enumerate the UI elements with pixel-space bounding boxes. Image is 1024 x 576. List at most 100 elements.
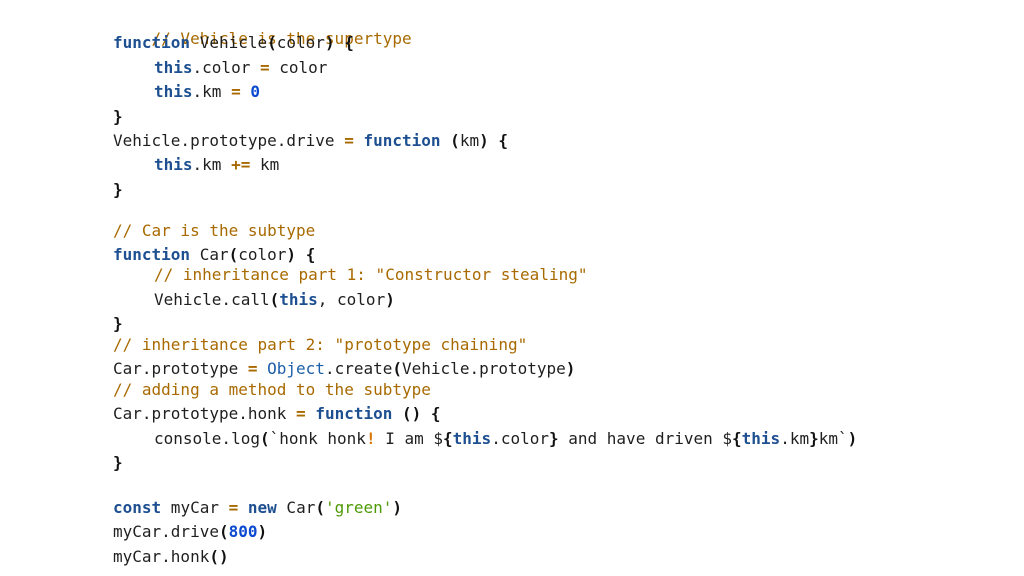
- arguments: , color: [317, 290, 386, 309]
- comment-text: // inheritance part 2: "prototype chaini…: [113, 335, 528, 354]
- prototype-chain-line: Car.prototype = Object.create(Vehicle.pr…: [113, 359, 575, 379]
- space: [489, 131, 499, 150]
- value: color: [269, 58, 328, 77]
- brace-close: }: [113, 180, 123, 199]
- space: [258, 359, 268, 378]
- comment-text: // Car is the subtype: [113, 221, 316, 240]
- variable-name: myCar: [161, 498, 229, 517]
- car-function-declaration: function Car(color) {: [113, 245, 315, 265]
- space: [421, 404, 431, 423]
- closing-brace-line: }: [113, 180, 123, 200]
- keyword-function: function: [363, 131, 441, 150]
- keyword-this: this: [741, 429, 781, 448]
- brace-close: }: [113, 107, 123, 126]
- closing-brace-line: }: [113, 107, 123, 127]
- paren-close: ): [286, 245, 297, 264]
- keyword-this: this: [154, 82, 193, 101]
- paren-open: (: [259, 429, 270, 448]
- paren-open: (: [269, 290, 280, 309]
- property: .km: [192, 82, 232, 101]
- honk-call-line: myCar.honk(): [113, 547, 229, 567]
- keyword-function: function: [113, 245, 191, 264]
- number-literal: 800: [228, 522, 258, 541]
- vehicle-call-line: Vehicle.call(this, color): [154, 290, 395, 310]
- keyword-function: function: [315, 404, 393, 423]
- keyword-this: this: [154, 58, 193, 77]
- paren-open: (: [392, 359, 403, 378]
- brace-close: }: [113, 453, 123, 472]
- constructor-name: Car: [276, 498, 316, 517]
- template-text: `honk honk: [269, 429, 366, 448]
- comment-line: // Vehicle is the supertype: [113, 9, 412, 48]
- brace-open: {: [498, 131, 508, 150]
- parameter: color: [238, 245, 287, 264]
- comment-text: // inheritance part 1: "Constructor stea…: [154, 265, 588, 284]
- comment-text: // Vehicle is the supertype: [151, 29, 412, 48]
- comment-line: // inheritance part 1: "Constructor stea…: [154, 265, 587, 285]
- string-literal: 'green': [324, 498, 393, 517]
- keyword-this: this: [279, 290, 318, 309]
- builtin-object: Object: [267, 359, 325, 378]
- function-name: Vehicle: [190, 33, 268, 52]
- property: .km: [192, 155, 232, 174]
- brace-close: }: [809, 429, 819, 448]
- paren-open: (: [218, 522, 229, 541]
- brace-open: {: [443, 429, 453, 448]
- assign-color-line: this.color = color: [154, 58, 327, 78]
- const-mycar-line: const myCar = new Car('green'): [113, 498, 402, 518]
- template-text: .km: [780, 429, 810, 448]
- template-text: I am $: [375, 429, 444, 448]
- paren-open: (: [450, 131, 460, 150]
- keyword-function: function: [113, 33, 191, 52]
- space: [238, 498, 248, 517]
- function-name: Car: [190, 245, 229, 264]
- assign-km-line: this.km = 0: [154, 82, 260, 102]
- parens: (): [209, 547, 229, 566]
- comment-line: // inheritance part 2: "prototype chaini…: [113, 335, 527, 355]
- comment-line: // adding a method to the subtype: [113, 380, 431, 400]
- paren-open: (: [267, 33, 277, 52]
- paren-open: (: [228, 245, 239, 264]
- exclamation: !: [365, 429, 376, 448]
- brace-close: }: [548, 429, 559, 448]
- paren-close: ): [847, 429, 858, 448]
- keyword-new: new: [247, 498, 277, 517]
- comment-line: // Car is the subtype: [113, 221, 315, 241]
- closing-brace-line: }: [113, 314, 123, 334]
- property: .color: [192, 58, 260, 77]
- operator: =: [231, 82, 241, 101]
- space: [296, 245, 306, 264]
- drive-call-line: myCar.drive(800): [113, 522, 267, 542]
- operator: =: [259, 58, 270, 77]
- brace-open: {: [305, 245, 316, 264]
- operator: =: [247, 359, 258, 378]
- assignment-target: Car.prototype: [113, 359, 248, 378]
- operator: =: [344, 131, 354, 150]
- drive-method-line: Vehicle.prototype.drive = function (km) …: [113, 131, 508, 151]
- paren-open: (: [315, 498, 325, 517]
- keyword-const: const: [113, 498, 162, 517]
- parameter: km: [459, 131, 480, 150]
- increment-km-line: this.km += km: [154, 155, 279, 175]
- call-target: myCar.honk: [113, 547, 210, 566]
- paren-close: ): [324, 33, 335, 52]
- parameter: color: [276, 33, 325, 52]
- argument: Vehicle.prototype: [402, 359, 566, 378]
- console-log-line: console.log(`honk honk! I am ${this.colo…: [154, 429, 857, 449]
- call-target: console.log: [154, 429, 260, 448]
- paren-close: ): [257, 522, 268, 541]
- space: [306, 404, 316, 423]
- closing-brace-line: }: [113, 453, 123, 473]
- template-text: km`: [818, 429, 848, 448]
- paren-close: ): [392, 498, 403, 517]
- template-text: .color: [491, 429, 549, 448]
- template-text: and have driven $: [558, 429, 733, 448]
- vehicle-function-declaration: function Vehicle(color) {: [113, 33, 354, 53]
- parens: (): [402, 404, 422, 423]
- space: [392, 404, 402, 423]
- method-name: .create: [324, 359, 393, 378]
- brace-open: {: [732, 429, 742, 448]
- brace-open: {: [344, 33, 354, 52]
- call-target: Vehicle.call: [154, 290, 270, 309]
